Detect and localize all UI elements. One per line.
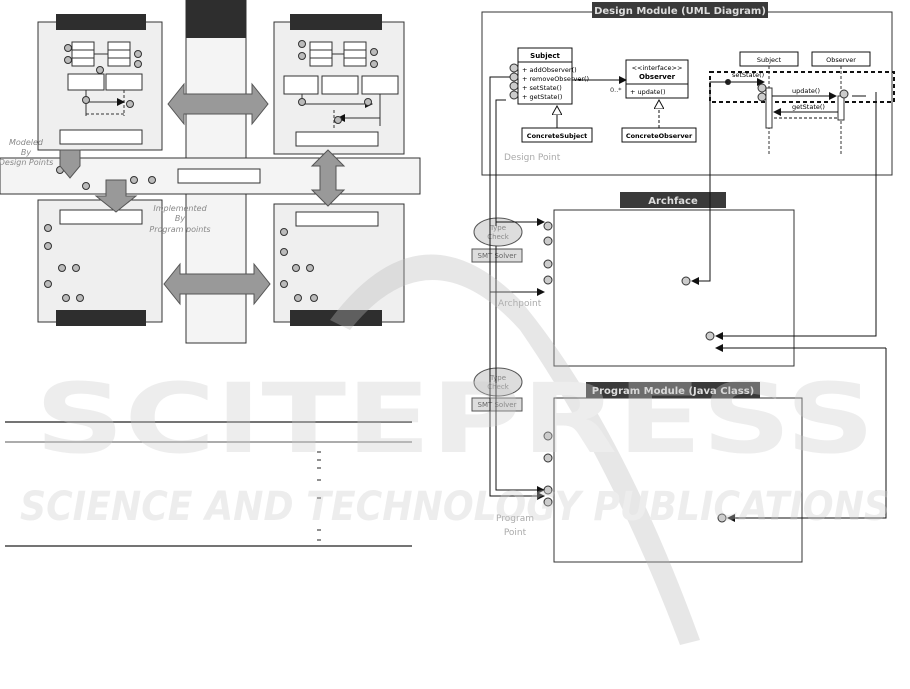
band-center-box: [177, 168, 261, 184]
design-module-title: Design Module (UML Diagram): [594, 6, 766, 17]
seq-subject-label: Subject: [757, 56, 782, 64]
smt-solver-top-label: SMT Solver: [478, 252, 517, 260]
smt-solver-bottom: [471, 397, 523, 412]
modeled-by-label-2: By: [21, 148, 31, 157]
arrow-up-left: [59, 149, 81, 179]
watermark: SCITEPRESS SCIENCE AND TECHNOLOGY PUBLIC…: [20, 254, 890, 645]
subject-method-3: + setState(): [522, 84, 562, 92]
program-point-label-2: Point: [504, 528, 527, 538]
type-check-top: [473, 217, 523, 247]
subject-method-2: + removeObserver(): [522, 75, 589, 83]
vertical-band-header: [186, 0, 246, 38]
sequence-diagram: Subject Observer setState() update() get…: [709, 51, 895, 156]
program-point-label-1: Program: [496, 514, 534, 524]
subject-method-1: + addObserver(): [522, 66, 577, 74]
watermark-swoosh: [330, 254, 700, 645]
design-module-header: [592, 2, 768, 18]
design-point-label: Design Point: [504, 153, 561, 163]
type-check-top-line2: Check: [487, 233, 509, 241]
uml-observer-interface: <<interface>> Observer + update(): [625, 59, 689, 99]
seq-getstate-label: getState(): [792, 103, 825, 111]
program-module-box: [553, 397, 803, 563]
watermark-line1: SCITEPRESS: [35, 363, 875, 475]
table-rules: [5, 421, 412, 547]
panel-top-left: [37, 14, 163, 151]
right-module-figure: Design Module (UML Diagram) Subject + ad…: [471, 2, 895, 563]
seq-setstate-label: setState(): [732, 71, 764, 79]
seq-observer-label: Observer: [826, 56, 856, 64]
program-module-header: [586, 382, 760, 398]
observer-method-1: + update(): [630, 88, 666, 96]
smt-solver-top: [471, 248, 523, 263]
type-check-top-line1: Type: [489, 224, 506, 232]
observer-stereotype: <<interface>>: [632, 64, 683, 72]
double-arrow-right-vertical: [310, 149, 346, 207]
double-arrow-bottom: [163, 262, 271, 306]
modeled-by-label-3: Design Points: [0, 158, 53, 167]
connector-arrows: [489, 76, 887, 522]
subject-method-4: + getState(): [522, 93, 562, 101]
archface-header: [620, 192, 726, 208]
watermark-line2: SCIENCE AND TECHNOLOGY PUBLICATIONS: [20, 484, 890, 530]
observer-interface-name: Observer: [639, 73, 676, 81]
arrow-down-left: [94, 179, 138, 213]
double-arrow-top: [167, 82, 269, 126]
uml-subject-class: Subject + addObserver() + removeObserver…: [509, 47, 589, 105]
panel-bottom-left: [37, 199, 163, 326]
smt-solver-bottom-label: SMT Solver: [478, 401, 517, 409]
seq-update-label: update(): [792, 87, 820, 95]
concrete-observer-label: ConcreteObserver: [626, 132, 693, 140]
type-check-bottom-line1: Type: [489, 374, 506, 382]
modeled-by-label-1: Modeled: [9, 138, 44, 147]
program-module-title: Program Module (Java Class): [592, 386, 754, 397]
type-check-bottom-line2: Check: [487, 383, 509, 391]
implemented-by-label-2: By: [175, 214, 185, 223]
implemented-by-label-3: Program points: [149, 225, 210, 234]
archpoint-label: Archpoint: [498, 299, 542, 309]
archface-box: [553, 209, 795, 367]
multiplicity-label: 0..*: [610, 86, 622, 94]
concrete-subject-label: ConcreteSubject: [527, 132, 587, 140]
type-check-bottom: [473, 367, 523, 397]
subject-class-name: Subject: [530, 52, 560, 60]
left-architecture-figure: Modeled By Design Points Implemented By …: [0, 0, 421, 344]
implemented-by-label-1: Implemented: [153, 204, 207, 213]
archface-title: Archface: [648, 196, 698, 207]
panel-bottom-right: [273, 203, 405, 326]
panel-top-right: [273, 14, 405, 155]
